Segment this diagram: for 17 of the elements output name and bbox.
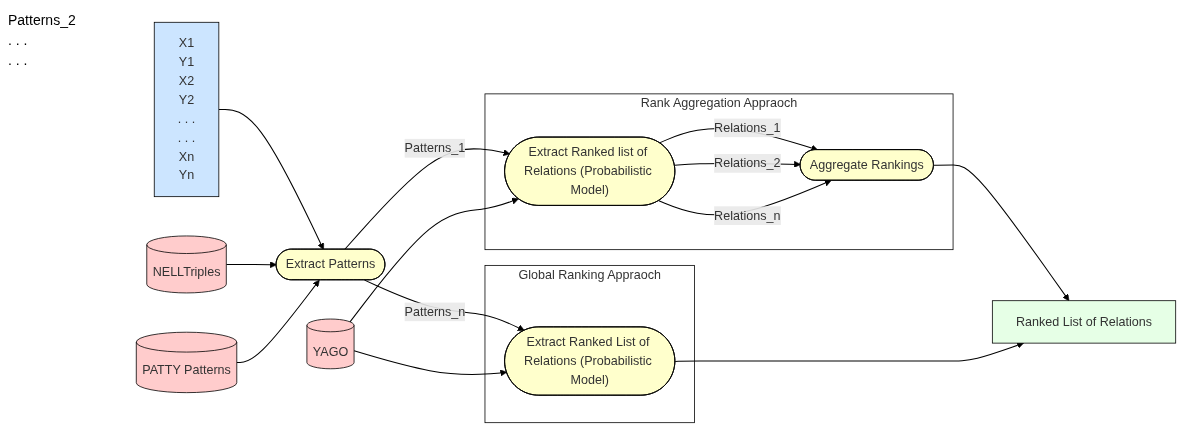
arrow	[353, 350, 508, 377]
arrow	[933, 164, 1070, 302]
arrow	[218, 108, 324, 250]
node-box: X1 Y1 X2 Y2 . . . . . . Xn Yn	[153, 21, 220, 198]
arrow	[349, 197, 519, 323]
node-box: Ranked List of Relations	[991, 300, 1177, 344]
note-label: Patterns_2	[8, 12, 77, 28]
edge-label: Relations_1	[714, 120, 781, 135]
arrow	[236, 279, 320, 363]
note-label: . . .	[8, 32, 29, 48]
arrow	[364, 279, 525, 332]
edge-label: Relations_2	[714, 156, 781, 170]
edge-label: Patterns_n	[404, 304, 466, 319]
arrow	[225, 261, 277, 269]
edge-label: Patterns_1	[404, 141, 466, 155]
note-label: . . .	[8, 52, 29, 68]
edge-label: Relations_n	[714, 208, 781, 222]
